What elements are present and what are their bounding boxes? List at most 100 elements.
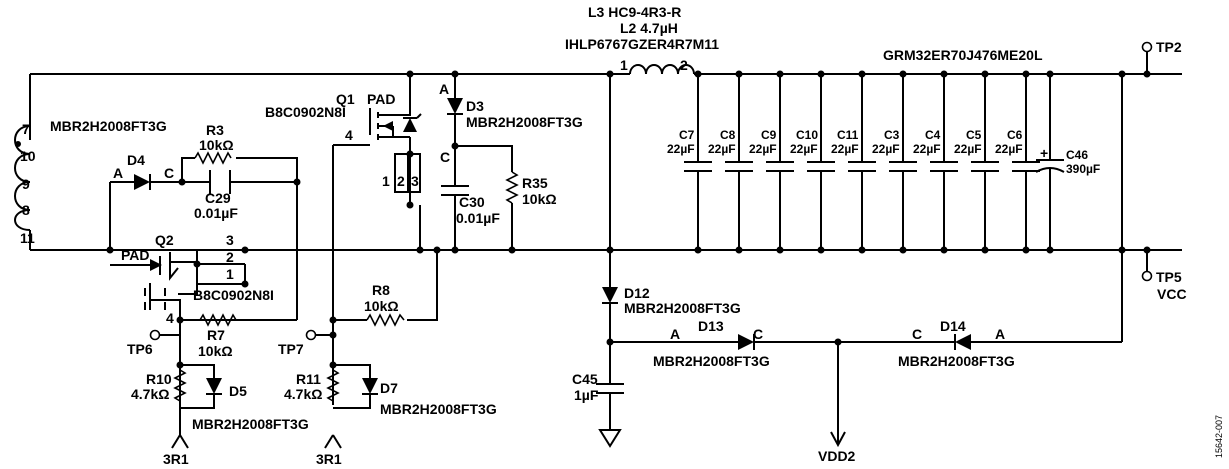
tp6-testpoint xyxy=(149,329,180,341)
tp2-testpoint xyxy=(1141,41,1153,78)
tp7-label: TP7 xyxy=(278,341,304,357)
transformer-pin-9: 9 xyxy=(22,176,30,192)
q2-pin-4: 4 xyxy=(166,310,174,326)
cap-bank xyxy=(684,70,1040,254)
transformer-pin-11: 11 xyxy=(20,230,35,246)
c46-electrolytic xyxy=(1035,70,1065,254)
inductor xyxy=(606,64,702,254)
cap-value: 22µF xyxy=(913,142,941,156)
cap-ref: C3 xyxy=(884,128,900,142)
cap-value: 22µF xyxy=(995,142,1023,156)
cap-ref: C8 xyxy=(720,128,736,142)
r10-ref: R10 xyxy=(146,371,172,387)
tp5-label: TP5 xyxy=(1156,269,1182,285)
c46-ref: C46 xyxy=(1066,148,1088,162)
q2-ref: Q2 xyxy=(155,232,174,248)
d13-part-label: MBR2H2008FT3G xyxy=(653,353,770,369)
q1-gate-pin: 4 xyxy=(345,127,353,143)
inductor-pin-1: 1 xyxy=(620,57,628,73)
q2-mosfet xyxy=(110,246,297,435)
bottom-rail xyxy=(29,230,1182,251)
c45-value: 1µF xyxy=(574,387,599,403)
d5-part-label: MBR2H2008FT3G xyxy=(192,416,309,432)
d3-part-label: MBR2H2008FT3G xyxy=(466,114,583,130)
c30-ref: C30 xyxy=(459,194,485,210)
q1-ref: Q1 xyxy=(336,91,355,107)
q1-pad-label: PAD xyxy=(367,91,396,107)
c46-plus: + xyxy=(1040,145,1048,161)
d4-r3-c29-network xyxy=(106,151,301,320)
r11-ref: R11 xyxy=(296,371,321,387)
r35-ref: R35 xyxy=(522,175,548,191)
transformer-pin-7: 7 xyxy=(22,121,30,137)
r10-value: 4.7kΩ xyxy=(131,386,169,402)
q2-pin-2: 2 xyxy=(226,249,234,265)
r7-ref: R7 xyxy=(207,327,225,343)
figure-id: 15642-007 xyxy=(1214,415,1224,458)
tp5-testpoint xyxy=(1141,246,1153,282)
r3-value: 10kΩ xyxy=(199,137,234,153)
inductor-part: IHLP6767GZER4R7M11 xyxy=(565,36,719,52)
cap-ref: C7 xyxy=(679,128,695,142)
q2-pad-label: PAD xyxy=(121,247,150,263)
d13-anode-label: A xyxy=(670,326,680,342)
top-rail xyxy=(29,73,1182,126)
tp6-label: TP6 xyxy=(127,341,153,357)
output-cap-part: GRM32ER70J476ME20L xyxy=(883,47,1043,63)
net-3r1-right: 3R1 xyxy=(316,451,342,467)
d3-ref: D3 xyxy=(466,98,484,114)
q1-part-label: B8C0902N8I xyxy=(265,104,346,120)
inductor-l2-value: L2 4.7µH xyxy=(620,20,678,36)
inductor-pin-2: 2 xyxy=(680,57,688,73)
cap-value: 22µF xyxy=(790,142,818,156)
cap-value: 22µF xyxy=(831,142,859,156)
c30-value: 0.01µF xyxy=(456,210,500,226)
c29-ref: C29 xyxy=(205,190,231,206)
c46-value: 390µF xyxy=(1066,162,1100,176)
d13-ref: D13 xyxy=(698,318,724,334)
d4-cathode-label: C xyxy=(164,165,174,181)
d12-part-label: MBR2H2008FT3G xyxy=(624,300,741,316)
cap-ref: C9 xyxy=(761,128,777,142)
d14-anode-label: A xyxy=(995,326,1005,342)
net-3r1-left: 3R1 xyxy=(163,451,189,467)
inductor-ref: L3 HC9-4R3-R xyxy=(588,4,681,20)
cap-value: 22µF xyxy=(872,142,900,156)
q1-pin-2: 2 xyxy=(397,173,405,189)
d3-cathode-label: C xyxy=(440,149,450,165)
r7-value: 10kΩ xyxy=(198,343,233,359)
vcc-label: VCC xyxy=(1157,286,1187,302)
d14-ref: D14 xyxy=(940,318,966,334)
cap-ref: C5 xyxy=(966,128,982,142)
cap-ref: C4 xyxy=(925,128,941,142)
cap-value: 22µF xyxy=(708,142,736,156)
q2-part-label: B8C0902N8I xyxy=(193,287,274,303)
cap-ref: C10 xyxy=(796,128,818,142)
cap-value: 22µF xyxy=(749,142,777,156)
cap-ref: C11 xyxy=(837,128,859,142)
transformer-pin-8: 8 xyxy=(22,202,30,218)
cap-ref: C6 xyxy=(1007,128,1023,142)
q2-pin-1: 1 xyxy=(226,266,234,282)
transformer-winding: 7 10 9 8 11 xyxy=(14,121,36,246)
d4-ref: D4 xyxy=(127,152,145,168)
d12-ref: D12 xyxy=(624,285,650,301)
q1-pin-1: 1 xyxy=(382,173,390,189)
right-vertical xyxy=(1118,70,1126,342)
r11-value: 4.7kΩ xyxy=(284,386,322,402)
d3-anode-label: A xyxy=(439,81,449,97)
tp2-label: TP2 xyxy=(1156,39,1182,55)
vdd2-label: VDD2 xyxy=(818,448,856,464)
r10-d5-network xyxy=(171,361,222,449)
tp7-testpoint xyxy=(305,329,337,341)
d14-cathode-label: C xyxy=(912,326,922,342)
d4-part-label: MBR2H2008FT3G xyxy=(50,118,167,134)
transformer-pin-10: 10 xyxy=(20,148,36,164)
d13-cathode-label: C xyxy=(753,326,763,342)
d4-anode-label: A xyxy=(113,165,123,181)
c45-ref: C45 xyxy=(572,371,598,387)
q1-pin-3: 3 xyxy=(411,173,419,189)
r8-ref: R8 xyxy=(372,282,390,298)
d7-part-label: MBR2H2008FT3G xyxy=(380,401,497,417)
